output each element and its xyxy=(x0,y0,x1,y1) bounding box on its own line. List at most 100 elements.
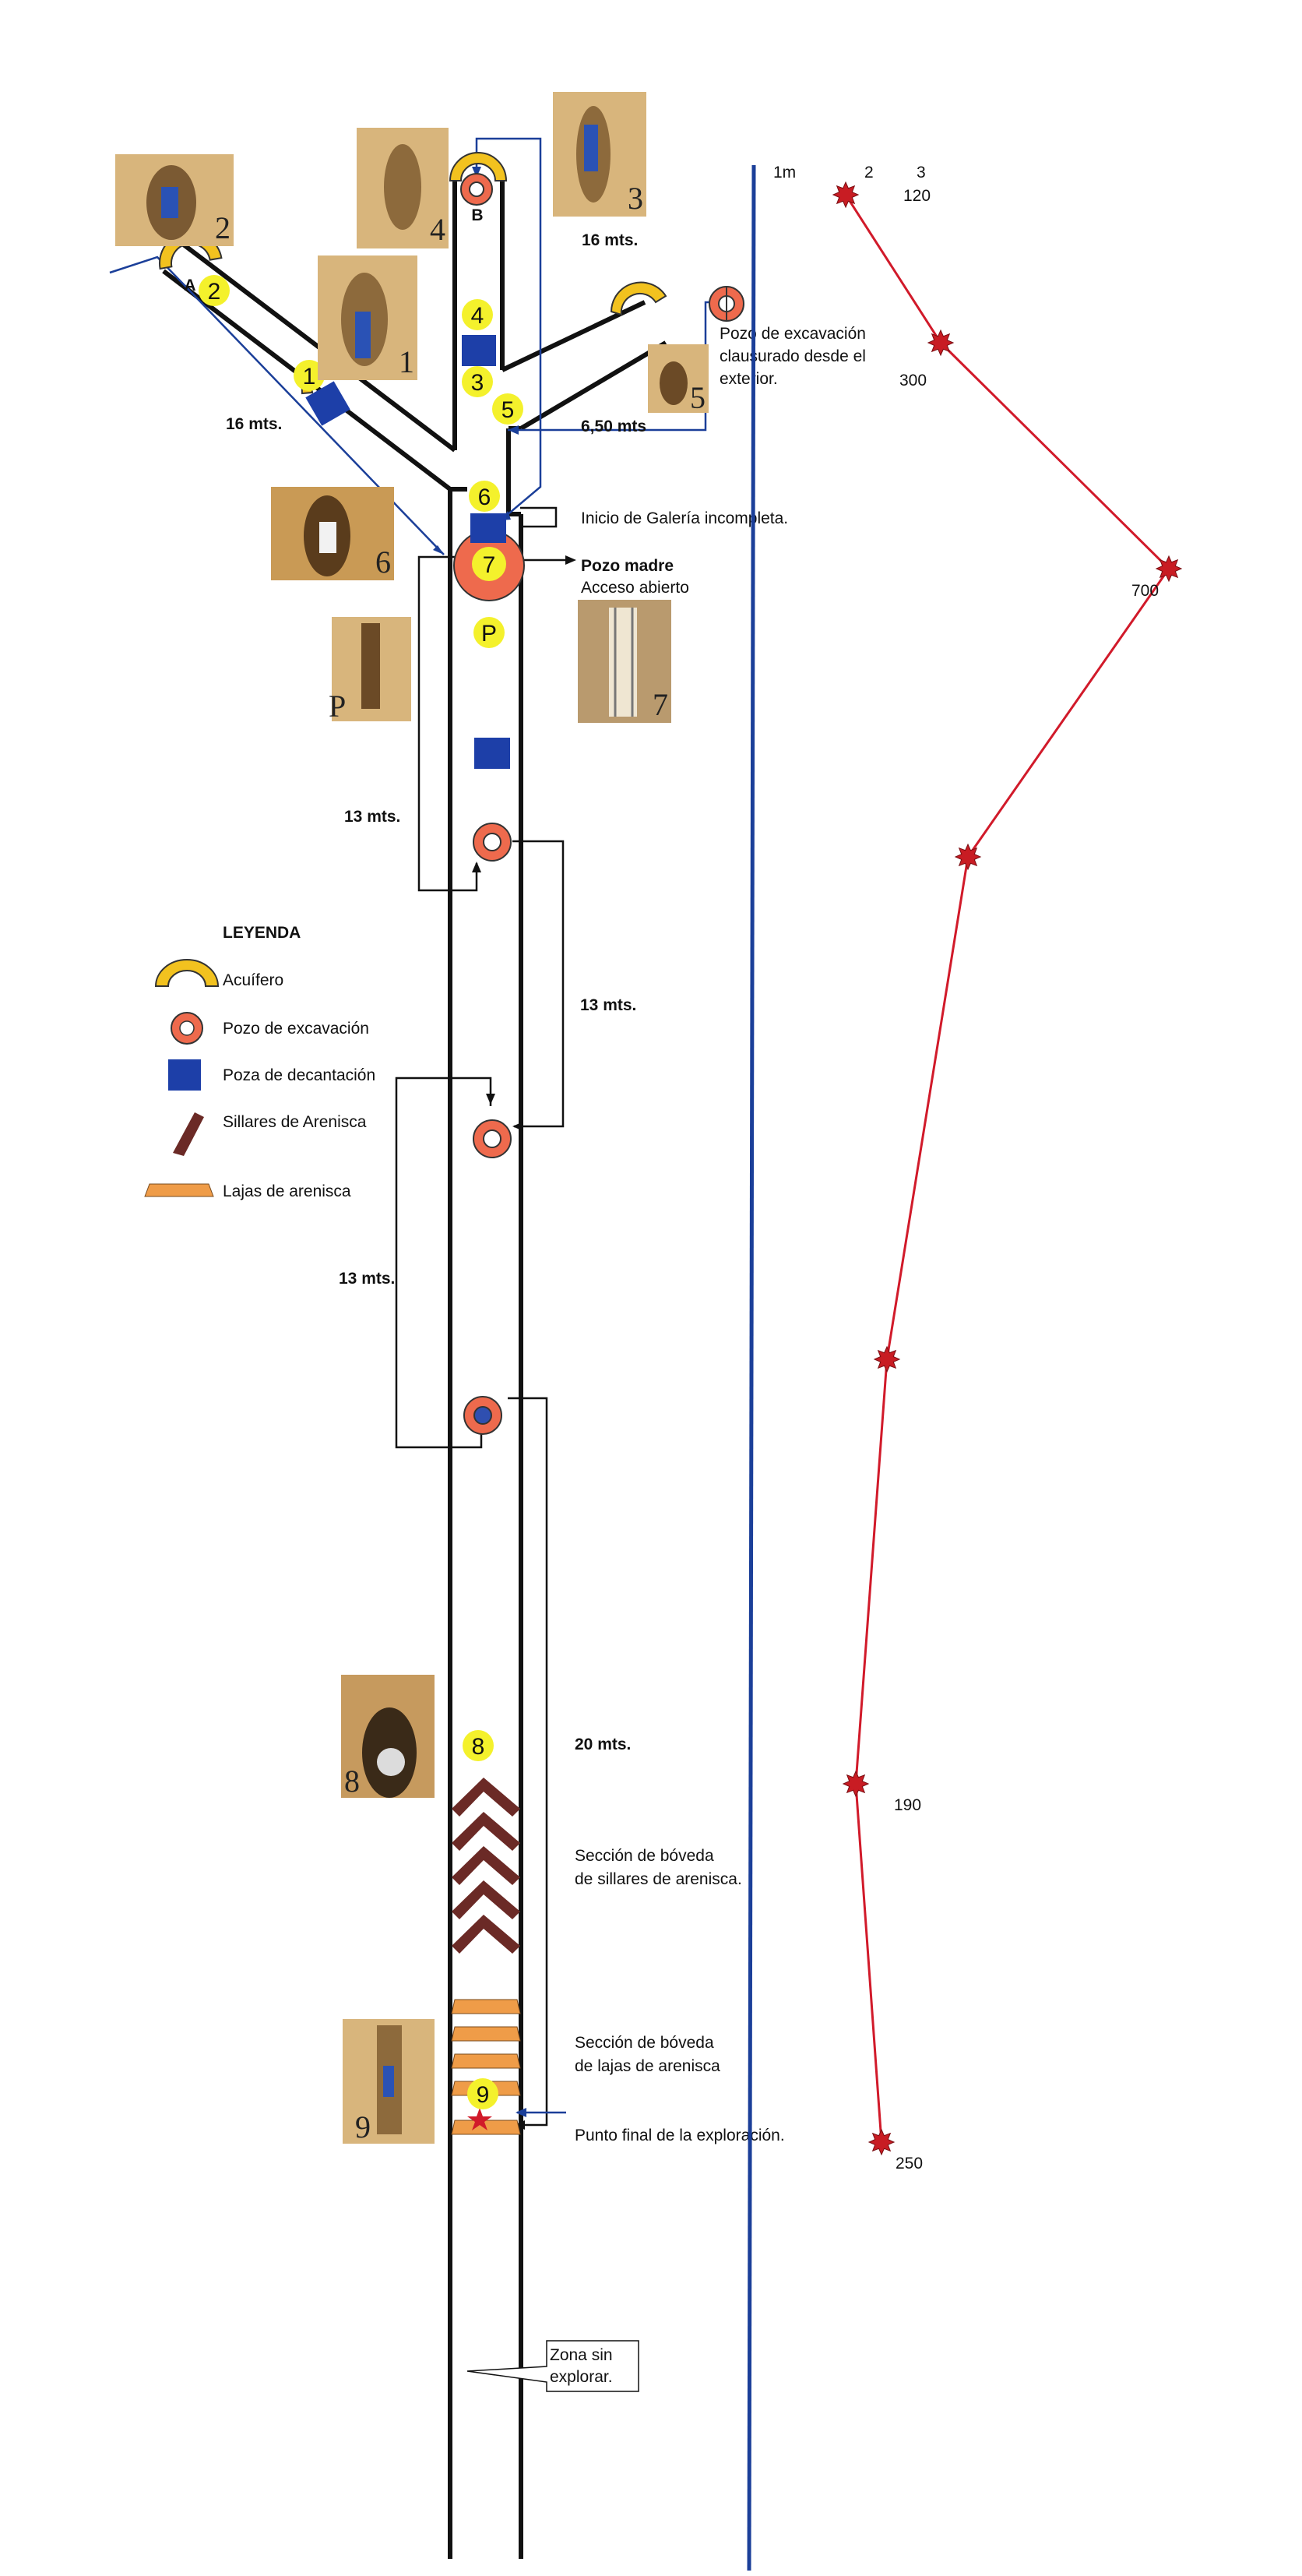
arrowhead-13m-c-top xyxy=(486,1094,495,1105)
profile-baseline xyxy=(747,164,756,2571)
arrowhead-left-16m xyxy=(433,545,444,555)
arrowhead-punto-final xyxy=(516,2108,526,2117)
zona-line1: Zona sin xyxy=(550,2346,613,2364)
sillar-block-5 xyxy=(452,1915,520,1954)
aquifer-right-icon xyxy=(610,281,667,316)
arrowhead-13m-b xyxy=(512,1122,523,1131)
black-line-13m-b xyxy=(512,840,565,1128)
badge-6: 6 xyxy=(469,481,500,512)
decantation-pool-1-icon xyxy=(305,381,350,426)
svg-text:7: 7 xyxy=(483,552,496,578)
end-point-star-icon xyxy=(467,2108,492,2130)
punto-final-label: Punto final de la exploración. xyxy=(575,2127,785,2144)
badge-8: 8 xyxy=(463,1730,494,1761)
arrowhead-b xyxy=(472,167,481,178)
dist-13m-c: 13 mts. xyxy=(339,1270,395,1288)
laja-slab-2 xyxy=(451,2026,521,2042)
profile-label-2: 300 xyxy=(899,372,927,389)
sillar-block-3 xyxy=(452,1846,520,1885)
seccion-sillares-line2: de sillares de arenisca. xyxy=(575,1870,742,1888)
photo-p: P xyxy=(329,617,411,724)
sillar-block-4 xyxy=(452,1880,520,1919)
svg-text:Poza de decantación: Poza de decantación xyxy=(223,1066,375,1084)
svg-text:5: 5 xyxy=(690,380,706,415)
sandstone-slab-icon xyxy=(144,1183,214,1197)
svg-text:4: 4 xyxy=(471,303,484,329)
scale-label-2: 2 xyxy=(864,164,874,181)
seccion-sillares-line1: Sección de bóveda xyxy=(575,1847,714,1865)
black-line-20m xyxy=(508,1397,548,2127)
svg-text:P: P xyxy=(481,621,497,647)
svg-text:Acuífero: Acuífero xyxy=(223,971,283,989)
profile-label-7: 250 xyxy=(896,2155,923,2173)
black-line-inicio-galeria xyxy=(520,506,558,528)
survey-lines xyxy=(109,137,717,2127)
svg-text:2: 2 xyxy=(208,279,221,305)
svg-text:2: 2 xyxy=(215,210,230,245)
decantation-pool-mid-icon xyxy=(474,738,510,769)
svg-text:3: 3 xyxy=(628,181,643,216)
photo-9: 9 xyxy=(343,2019,435,2144)
arrowhead-pozo-madre xyxy=(565,555,576,565)
photo-2: 2 xyxy=(115,154,234,246)
profile-node-1 xyxy=(832,181,860,209)
svg-text:1: 1 xyxy=(303,364,316,389)
legend-item-aquifer: Acuífero xyxy=(154,959,283,989)
arrowhead-13m-a xyxy=(472,862,481,872)
photo-thumbnails: 2 4 3 1 5 6 xyxy=(115,92,709,2144)
seccion-lajas-line1: Sección de bóveda xyxy=(575,2034,714,2052)
aquifer-icon xyxy=(154,959,220,987)
decantation-pools xyxy=(305,335,510,769)
decantation-pool-3-icon xyxy=(462,335,496,366)
excavation-well-3 xyxy=(463,1396,502,1435)
gallery-walls xyxy=(162,179,667,2559)
legend: LEYENDA Acuífero Pozo de excavación Poza… xyxy=(144,924,375,1200)
badge-1: 1 xyxy=(294,360,325,391)
svg-text:Pozo de excavación: Pozo de excavación xyxy=(223,1020,369,1038)
aquifer-b-icon xyxy=(449,152,508,181)
legend-item-well: Pozo de excavación xyxy=(171,1012,369,1045)
badge-7: 7 xyxy=(472,547,506,581)
photo-7: 7 xyxy=(578,600,671,723)
zona-sin-explorar-callout: Zona sin explorar. xyxy=(466,2340,639,2392)
svg-text:4: 4 xyxy=(430,212,445,247)
profile-node-4 xyxy=(954,843,982,871)
arrowhead-650m xyxy=(508,425,519,435)
svg-text:P: P xyxy=(329,689,346,724)
svg-text:Lajas de arenisca: Lajas de arenisca xyxy=(223,1182,351,1200)
blue-line-left-16m xyxy=(109,255,445,555)
svg-text:6: 6 xyxy=(375,544,391,580)
profile-node-6 xyxy=(842,1770,870,1798)
label-a: A xyxy=(184,277,195,294)
excavation-well-1 xyxy=(473,823,512,862)
svg-text:8: 8 xyxy=(472,1734,485,1760)
pozo-cerrado-line2: clausurado desde el xyxy=(720,347,866,365)
profile-node-2 xyxy=(927,329,955,357)
svg-text:6: 6 xyxy=(478,485,491,510)
photo-3: 3 xyxy=(553,92,646,217)
branch-right-lower-wall xyxy=(519,340,667,431)
svg-text:7: 7 xyxy=(653,687,668,722)
photo-6: 6 xyxy=(271,487,394,580)
profile-node-5 xyxy=(873,1345,901,1373)
acceso-abierto-label: Acceso abierto xyxy=(581,579,689,597)
svg-text:9: 9 xyxy=(355,2109,371,2144)
profile-label-3: 700 xyxy=(1131,582,1159,600)
diagram-labels: 16 mts. 16 mts. 6,50 mts Pozo de excavac… xyxy=(226,231,866,2392)
dist-16m-top: 16 mts. xyxy=(582,231,638,249)
number-badges: 1 2 3 4 5 6 7 8 9 P xyxy=(199,275,523,2109)
badge-5: 5 xyxy=(492,393,523,425)
seccion-lajas-line2: de lajas de arenisca xyxy=(575,2057,720,2075)
legend-item-pool: Poza de decantación xyxy=(168,1059,375,1091)
excavation-well-2 xyxy=(473,1119,512,1158)
photo-4: 4 xyxy=(357,128,449,248)
arrowhead-20m xyxy=(514,2120,525,2130)
legend-item-sillar: Sillares de Arenisca xyxy=(173,1112,367,1156)
decantation-pool-icon xyxy=(168,1059,201,1091)
excavation-well-closed xyxy=(709,286,744,322)
dist-20m: 20 mts. xyxy=(575,1736,631,1753)
laja-slab-3 xyxy=(451,2053,521,2069)
excavation-well-b xyxy=(460,173,493,206)
dist-13m-b: 13 mts. xyxy=(580,996,636,1014)
